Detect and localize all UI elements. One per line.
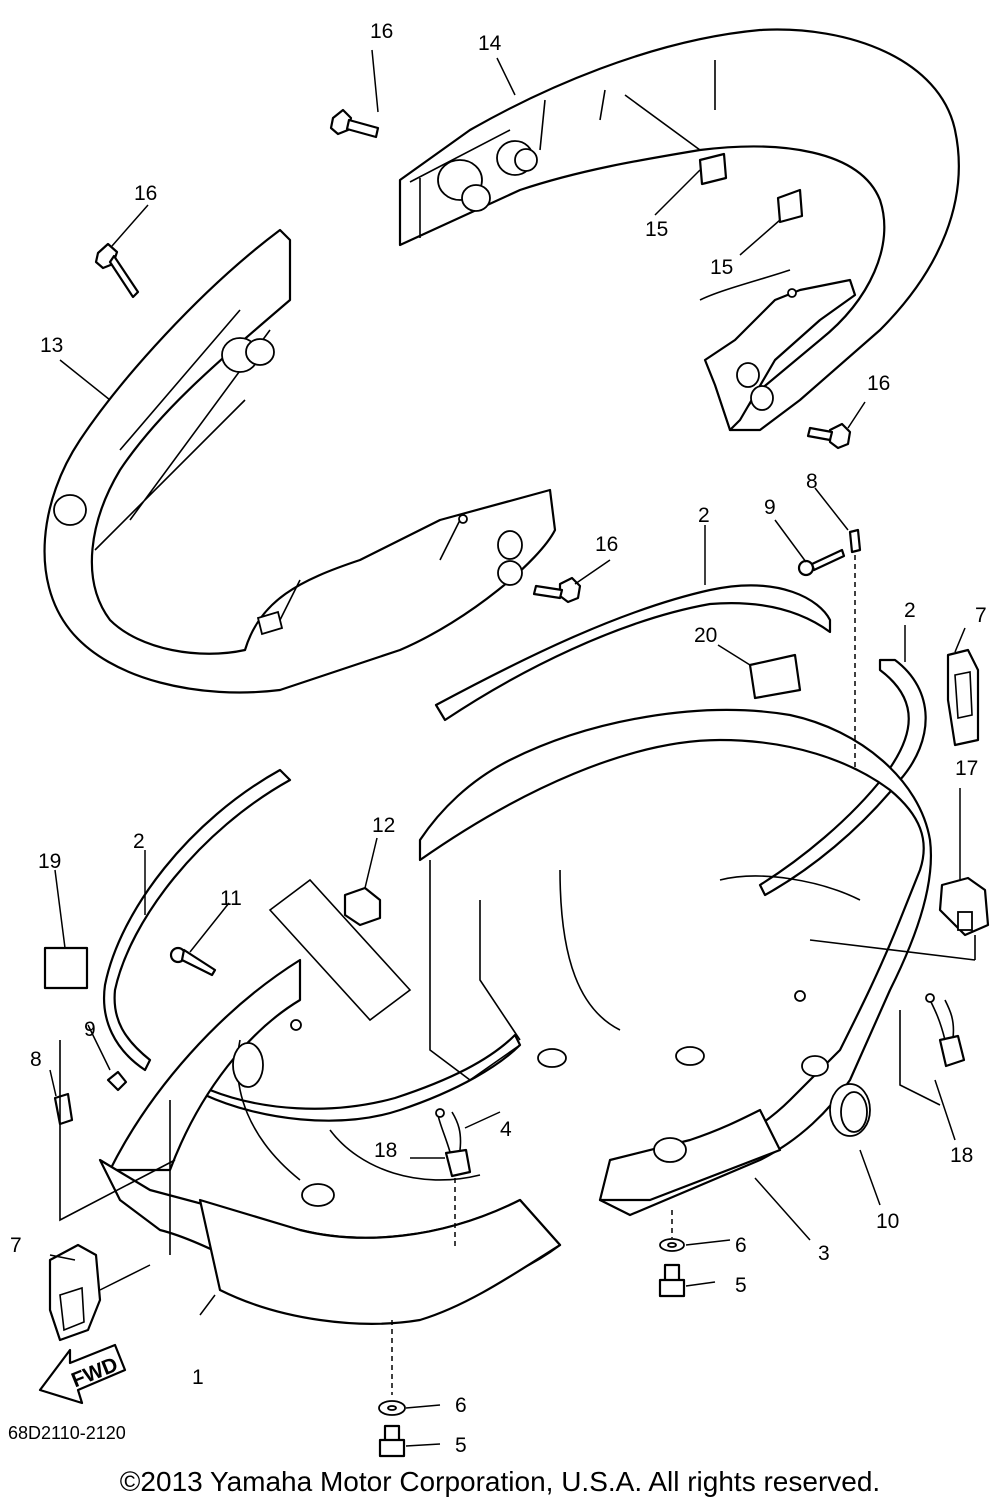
- bolt-16-top-left: [329, 108, 380, 139]
- bolt-16-middle: [532, 576, 582, 604]
- bolt-16-upper-left: [94, 242, 140, 299]
- part-12-catch: [343, 886, 382, 927]
- part-11-screw: [169, 946, 217, 977]
- callout-2: 2: [133, 830, 145, 853]
- part-4-seal-strip-front: [203, 1033, 522, 1122]
- part-2-seal-strip-top: [434, 584, 832, 722]
- part-18-clip-left: [435, 1108, 472, 1178]
- bolt-16-right: [806, 422, 852, 450]
- callout-8: 8: [30, 1048, 42, 1071]
- part-9-screw-top: [797, 548, 846, 577]
- callout-5: 5: [735, 1274, 747, 1297]
- callout-9: 9: [764, 496, 776, 519]
- callout-6: 6: [735, 1234, 747, 1257]
- lower-cowling-assembly: [98, 708, 933, 1325]
- callout-15: 15: [645, 218, 668, 241]
- callout-9: 9: [84, 1018, 96, 1041]
- callout-1: 1: [192, 1366, 204, 1389]
- part-8-nut-left: [53, 1092, 74, 1126]
- callout-17: 17: [955, 757, 978, 780]
- callout-15: 15: [710, 256, 733, 279]
- callout-16: 16: [370, 20, 393, 43]
- callout-7: 7: [10, 1234, 22, 1257]
- part-6-washer-right: [659, 1238, 685, 1252]
- callout-6: 6: [455, 1394, 467, 1417]
- callout-19: 19: [38, 850, 61, 873]
- part-6-washer-left: [378, 1400, 406, 1416]
- callout-18: 18: [374, 1139, 397, 1162]
- part-7-clip-left: [48, 1243, 102, 1342]
- part-5-bolt-right: [658, 1263, 686, 1298]
- callout-14: 14: [478, 32, 502, 55]
- callout-16: 16: [595, 533, 618, 556]
- part-10-grommet: [829, 1083, 871, 1137]
- callout-13: 13: [40, 334, 63, 357]
- callout-16: 16: [134, 182, 157, 205]
- part-13-upper-cowling-front: [43, 228, 557, 694]
- callout-11: 11: [220, 887, 242, 910]
- leader-lines: [49, 49, 976, 1447]
- callout-2: 2: [698, 504, 710, 527]
- part-19-label-decal: [43, 946, 89, 990]
- drawing-code: 68D2110-2120: [8, 1423, 126, 1443]
- part-5-bolt-left: [378, 1424, 406, 1458]
- forward-direction-arrow: FWD: [38, 1343, 127, 1405]
- part-14-upper-cowling-rear: [398, 28, 960, 432]
- callout-7: 7: [975, 604, 987, 627]
- part-7-clip-right: [946, 648, 980, 747]
- callout-5: 5: [455, 1434, 467, 1457]
- callout-8: 8: [806, 470, 818, 493]
- exploded-parts-diagram: FWD 1 2 2 2 3 4 5 5 6 6 7 7 8 8 9 9 10 1…: [10, 20, 990, 1458]
- copyright-notice: ©2013 Yamaha Motor Corporation, U.S.A. A…: [119, 1466, 881, 1497]
- callout-12: 12: [372, 814, 395, 837]
- callout-16: 16: [867, 372, 890, 395]
- part-20-label-decal: [748, 653, 802, 700]
- callout-2: 2: [904, 599, 916, 622]
- callout-3: 3: [818, 1242, 830, 1265]
- part-8-nut-top: [848, 528, 862, 554]
- part-2-seal-strip-left: [103, 768, 292, 1072]
- part-9-screw-left: [106, 1070, 128, 1092]
- callout-10: 10: [876, 1210, 899, 1233]
- callout-4: 4: [500, 1118, 512, 1141]
- callout-18: 18: [950, 1144, 973, 1167]
- part-17-latch: [938, 876, 990, 937]
- callout-numbers: 1 2 2 2 3 4 5 5 6 6 7 7 8 8 9 9 10 11 12…: [10, 20, 987, 1457]
- part-18-clip-right: [925, 993, 966, 1068]
- callout-20: 20: [694, 624, 717, 647]
